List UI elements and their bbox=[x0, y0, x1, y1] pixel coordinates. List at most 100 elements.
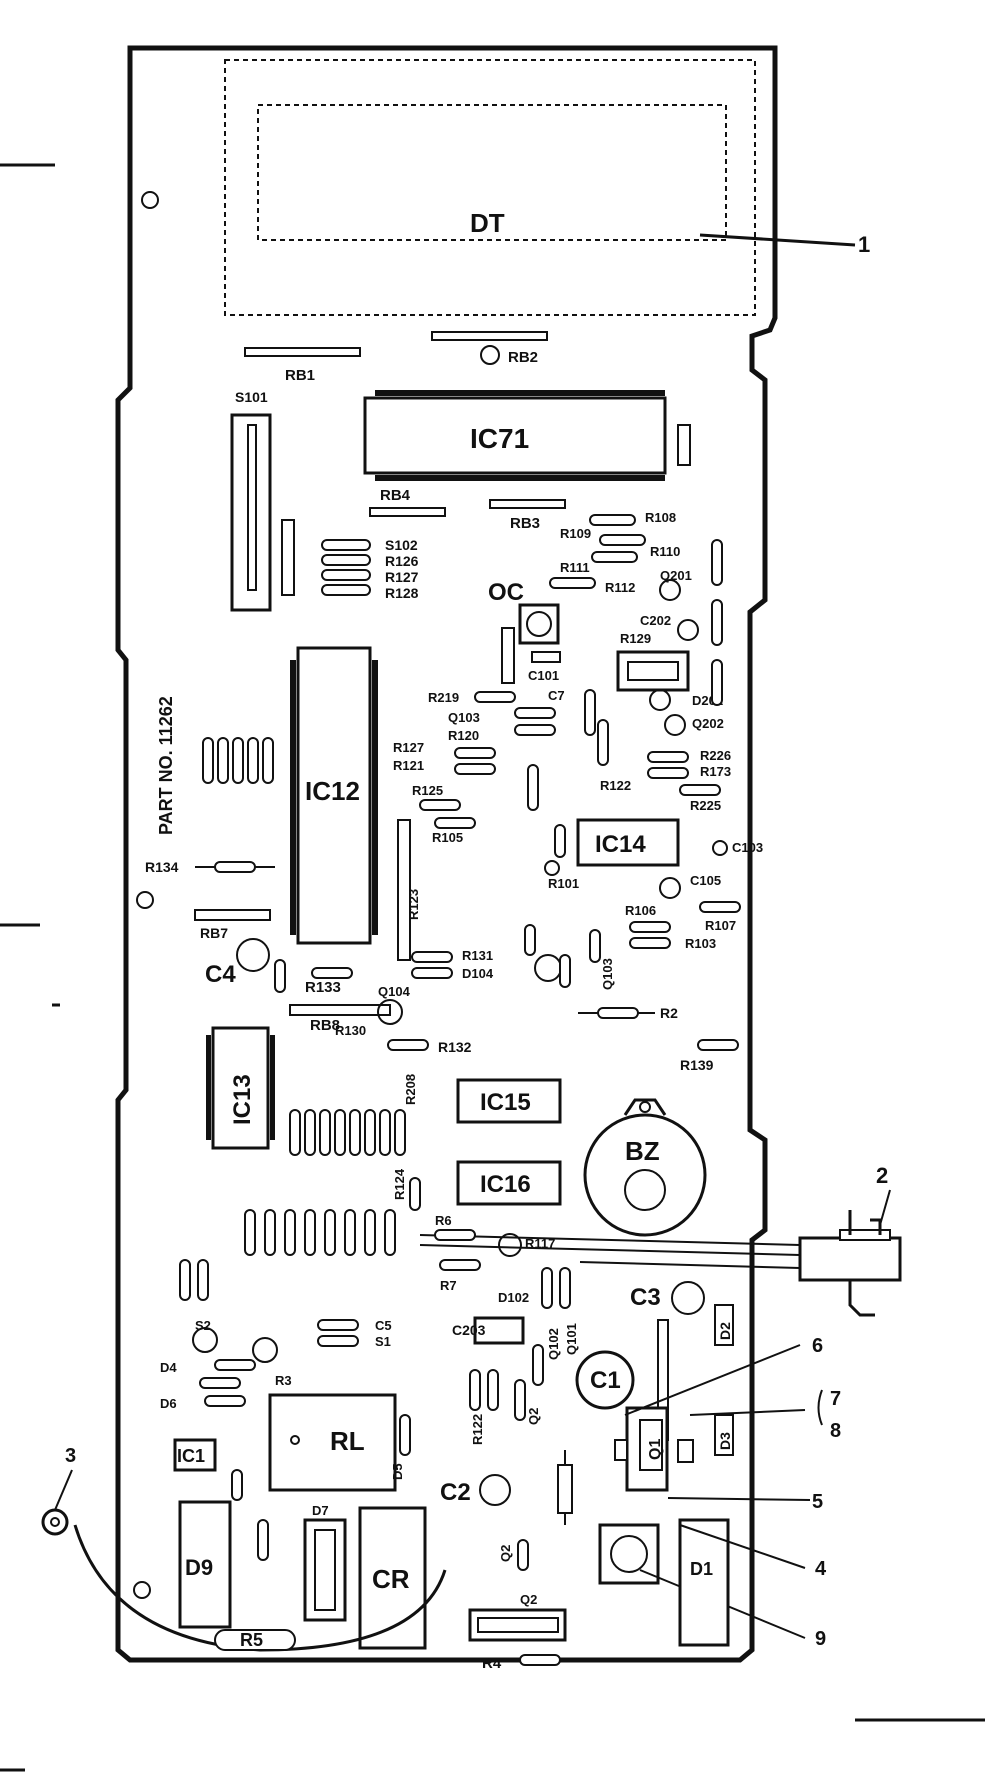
callout-7: 7 bbox=[830, 1388, 841, 1410]
svg-text:R120: R120 bbox=[448, 728, 479, 743]
svg-text:R106: R106 bbox=[625, 903, 656, 918]
svg-text:RB3: RB3 bbox=[510, 515, 540, 532]
d9-block bbox=[178, 1500, 232, 1629]
svg-text:R2: R2 bbox=[660, 1005, 678, 1021]
svg-text:R117: R117 bbox=[525, 1236, 555, 1251]
svg-text:R139: R139 bbox=[680, 1057, 714, 1073]
svg-text:R128: R128 bbox=[385, 585, 419, 601]
resistor-bank-1 bbox=[321, 539, 371, 596]
svg-text:R225: R225 bbox=[690, 798, 721, 813]
svg-text:C101: C101 bbox=[528, 668, 559, 683]
cr-block bbox=[358, 1506, 427, 1650]
svg-text:S1: S1 bbox=[375, 1334, 391, 1349]
display-label: DT bbox=[470, 208, 505, 238]
svg-text:Q104: Q104 bbox=[378, 984, 411, 999]
svg-text:R101: R101 bbox=[548, 876, 579, 891]
ic14-chip bbox=[576, 818, 680, 867]
svg-text:R123: R123 bbox=[406, 889, 421, 920]
ic14-label: IC14 bbox=[595, 831, 646, 858]
svg-text:R132: R132 bbox=[438, 1039, 472, 1055]
d3-label: D3 bbox=[717, 1432, 733, 1450]
ic15-label: IC15 bbox=[480, 1089, 531, 1116]
svg-text:C103: C103 bbox=[732, 840, 763, 855]
c2-label: C2 bbox=[440, 1479, 471, 1506]
svg-text:S102: S102 bbox=[385, 537, 418, 553]
svg-text:Q2: Q2 bbox=[498, 1545, 513, 1562]
svg-text:Q103: Q103 bbox=[448, 710, 480, 725]
svg-text:Q201: Q201 bbox=[660, 568, 692, 583]
ic15-chip bbox=[456, 1078, 562, 1124]
ic12-label: IC12 bbox=[305, 776, 360, 806]
callout-8: 8 bbox=[830, 1420, 841, 1442]
svg-text:D6: D6 bbox=[160, 1396, 177, 1411]
svg-text:R107: R107 bbox=[705, 918, 736, 933]
svg-text:RB7: RB7 bbox=[200, 925, 228, 941]
svg-text:R134: R134 bbox=[145, 859, 179, 875]
svg-text:Q2: Q2 bbox=[526, 1408, 541, 1425]
svg-text:R133: R133 bbox=[305, 979, 341, 996]
c3-label: C3 bbox=[630, 1284, 661, 1311]
svg-text:RB8: RB8 bbox=[310, 1017, 340, 1034]
resistor-bank-4 bbox=[244, 1209, 396, 1256]
resistor-r5 bbox=[214, 1629, 296, 1651]
svg-text:R122: R122 bbox=[470, 1414, 485, 1445]
callout-3: 3 bbox=[65, 1445, 76, 1467]
svg-text:R108: R108 bbox=[645, 510, 676, 525]
callout-6a: 6 bbox=[812, 1335, 823, 1357]
svg-text:RB4: RB4 bbox=[380, 487, 411, 504]
svg-text:R208: R208 bbox=[403, 1074, 418, 1105]
svg-text:R105: R105 bbox=[432, 830, 463, 845]
callout-5: 5 bbox=[812, 1491, 823, 1513]
svg-text:R112: R112 bbox=[605, 580, 635, 595]
buzzer-label: BZ bbox=[625, 1136, 660, 1166]
svg-text:C105: C105 bbox=[690, 873, 721, 888]
d1-label: D1 bbox=[690, 1559, 713, 1579]
svg-text:S101: S101 bbox=[235, 389, 268, 405]
ic71-label: IC71 bbox=[470, 423, 529, 454]
ic16-chip bbox=[456, 1160, 562, 1206]
svg-text:D7: D7 bbox=[312, 1503, 329, 1518]
q1-label: Q1 bbox=[647, 1439, 664, 1460]
buzzer bbox=[583, 1113, 707, 1237]
capacitor-c1 bbox=[575, 1350, 635, 1410]
svg-text:R126: R126 bbox=[385, 553, 419, 569]
svg-text:R130: R130 bbox=[335, 1023, 366, 1038]
cr-label: CR bbox=[372, 1564, 410, 1594]
svg-text:RB1: RB1 bbox=[285, 367, 315, 384]
callout-9: 9 bbox=[815, 1628, 826, 1650]
svg-text:C7: C7 bbox=[548, 688, 565, 703]
svg-text:C202: C202 bbox=[640, 613, 671, 628]
svg-text:R122: R122 bbox=[600, 778, 631, 793]
ic71-pins bbox=[375, 390, 665, 481]
svg-text:R129: R129 bbox=[620, 631, 651, 646]
svg-text:S2: S2 bbox=[195, 1318, 211, 1333]
svg-text:R110: R110 bbox=[650, 544, 680, 559]
svg-text:R219: R219 bbox=[428, 690, 459, 705]
callout-4: 4 bbox=[815, 1558, 827, 1580]
svg-text:R127: R127 bbox=[393, 740, 424, 755]
svg-text:Q103: Q103 bbox=[600, 958, 615, 990]
svg-text:R109: R109 bbox=[560, 526, 591, 541]
svg-text:R111: R111 bbox=[560, 560, 590, 575]
ic13-label: IC13 bbox=[229, 1074, 256, 1125]
svg-text:R127: R127 bbox=[385, 569, 419, 585]
svg-text:Q2: Q2 bbox=[520, 1592, 537, 1607]
callout-1: 1 bbox=[858, 232, 870, 257]
display-inner bbox=[257, 104, 727, 241]
svg-text:R125: R125 bbox=[412, 783, 443, 798]
callout-2: 2 bbox=[876, 1163, 888, 1188]
connector-2 bbox=[798, 1236, 902, 1282]
svg-text:R103: R103 bbox=[685, 936, 716, 951]
svg-text:R226: R226 bbox=[700, 748, 731, 763]
display-outer bbox=[224, 59, 756, 316]
svg-text:RB2: RB2 bbox=[508, 349, 538, 366]
svg-text:R121: R121 bbox=[393, 758, 424, 773]
ic13-chip bbox=[211, 1026, 270, 1150]
svg-text:R173: R173 bbox=[700, 764, 731, 779]
relay-label: RL bbox=[330, 1426, 365, 1456]
oc-label: OC bbox=[488, 579, 524, 606]
resistor-bank-3 bbox=[289, 1109, 406, 1156]
d2-label: D2 bbox=[717, 1322, 733, 1340]
svg-text:D102: D102 bbox=[498, 1290, 529, 1305]
